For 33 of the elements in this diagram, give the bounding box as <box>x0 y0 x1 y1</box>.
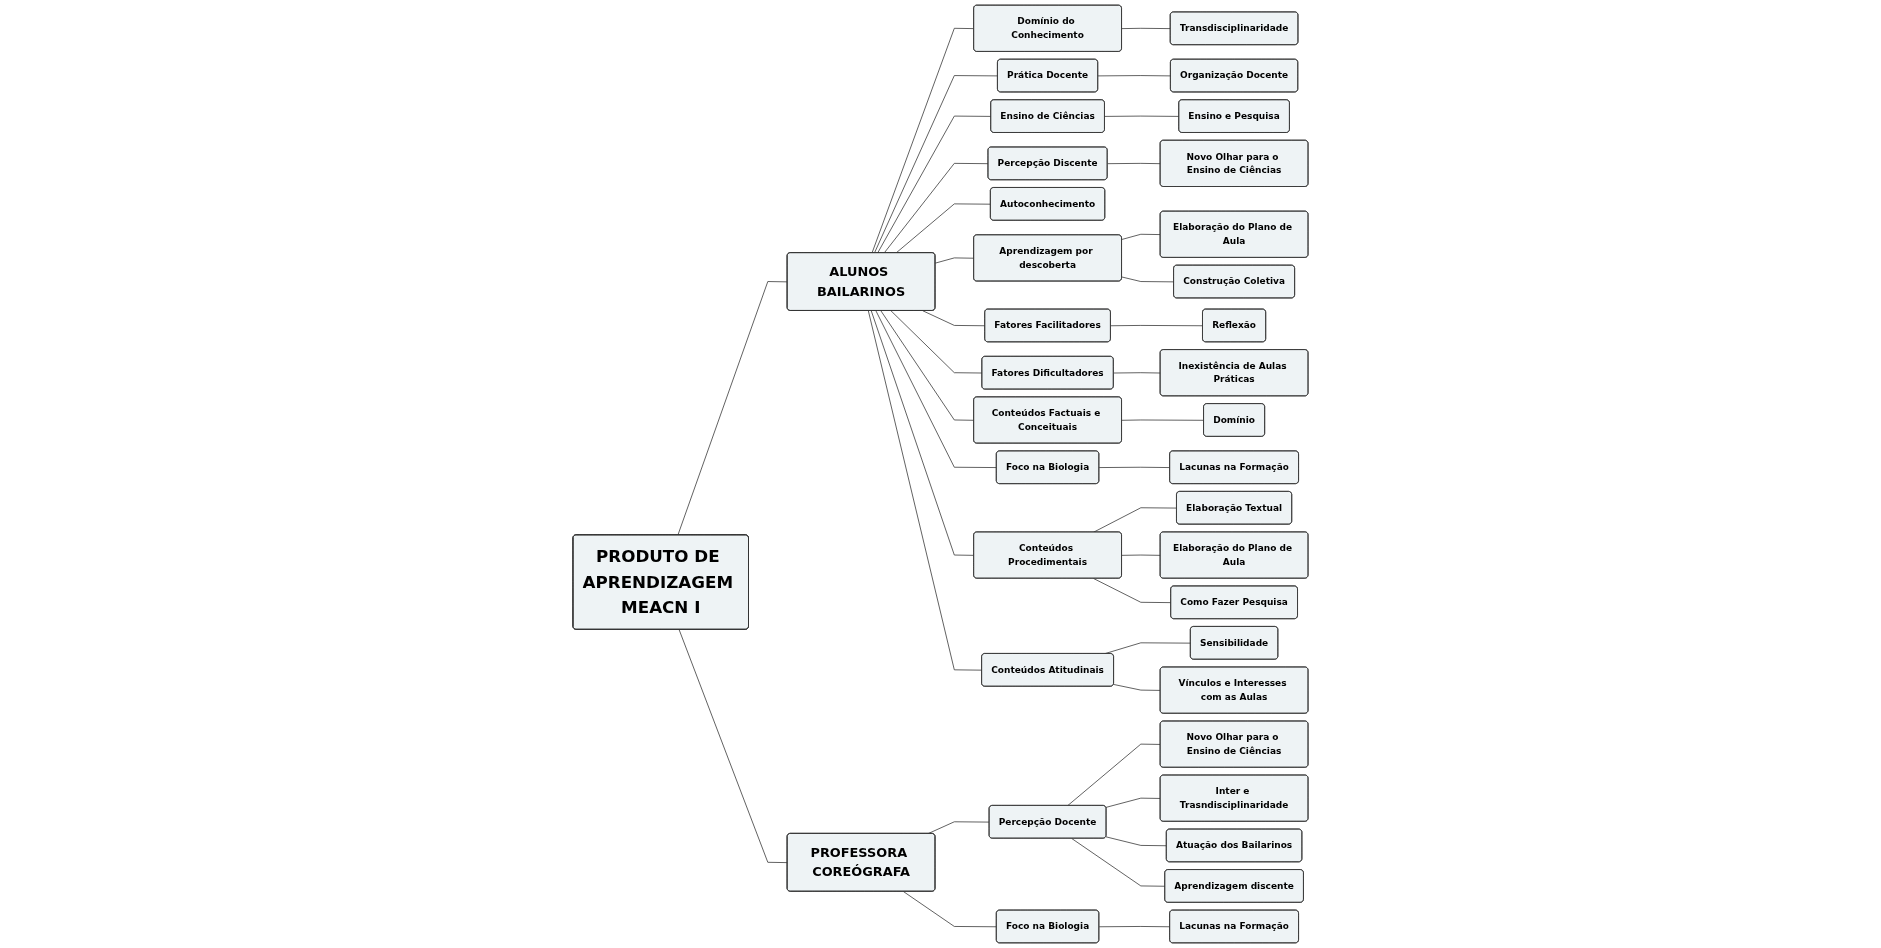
connector <box>1113 684 1161 691</box>
connector <box>870 310 975 556</box>
connector <box>1121 27 1171 29</box>
connector <box>1105 797 1161 808</box>
connector <box>1107 162 1161 165</box>
connector <box>1105 836 1167 847</box>
connector <box>1110 325 1204 327</box>
connector <box>1071 838 1166 887</box>
connector <box>678 629 788 863</box>
connector <box>1121 419 1205 421</box>
connector <box>1121 276 1175 283</box>
connector <box>903 891 997 928</box>
connector <box>895 203 992 254</box>
connector <box>883 162 989 254</box>
connector <box>875 310 997 468</box>
connector <box>1093 578 1172 603</box>
connector <box>1113 372 1161 374</box>
connector <box>1121 233 1161 240</box>
connector <box>880 310 975 421</box>
connector <box>874 75 999 254</box>
connector <box>1104 115 1180 117</box>
connector <box>1097 75 1172 77</box>
connector <box>922 310 986 327</box>
connector <box>934 257 975 264</box>
connector <box>1121 554 1161 556</box>
connector <box>871 27 975 254</box>
connector <box>1067 743 1161 807</box>
connector <box>677 281 788 536</box>
connector <box>1098 466 1171 468</box>
connector <box>877 115 992 254</box>
connector <box>867 310 983 671</box>
connector <box>890 310 983 374</box>
connector <box>1098 926 1171 928</box>
